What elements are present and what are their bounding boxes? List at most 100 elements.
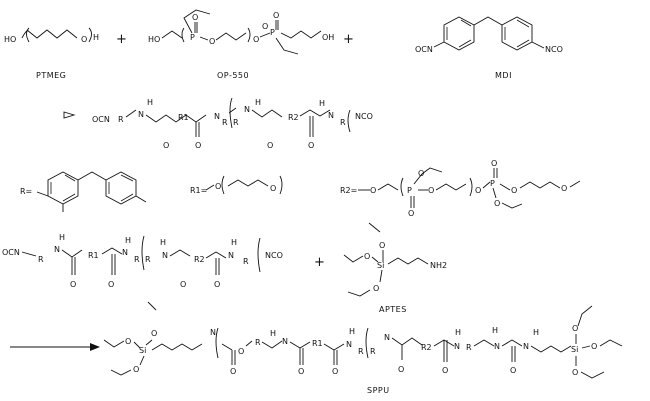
def-r1-o1-label: O bbox=[215, 182, 221, 191]
sppu-o10-label: O bbox=[510, 366, 516, 375]
op550-structure: HO P O O O P O O OH OP-550 bbox=[148, 9, 334, 80]
op550-o4-label: O bbox=[273, 11, 279, 20]
aptes-nh2-label: NH2 bbox=[430, 261, 447, 270]
sppu-r2-label: R2 bbox=[421, 343, 432, 352]
prepolymer-r1-label: R1 bbox=[178, 113, 189, 122]
prepolymer-o1-label: O bbox=[163, 141, 169, 150]
sppu-name: SPPU bbox=[367, 386, 390, 395]
prepolymer-r-label: R bbox=[118, 115, 124, 124]
op550-ho-label: HO bbox=[148, 35, 160, 44]
prepolymer-h3-label: H bbox=[319, 99, 325, 108]
def-r2-o7-label: O bbox=[494, 199, 500, 208]
aptes-o2-label: O bbox=[379, 241, 385, 250]
sppu-o4-label: O bbox=[230, 367, 236, 376]
ptmeg-ho-label: HO bbox=[4, 35, 16, 44]
prepolymer-structure: OCN R N H R1 O O N R R N H R2 O O N H R bbox=[92, 97, 373, 150]
mdi-nco-left-label: OCN bbox=[415, 45, 433, 54]
prepolymer-o2-label: O bbox=[195, 141, 201, 150]
row4-h1-label: H bbox=[59, 233, 65, 242]
row4-h4-label: H bbox=[231, 238, 237, 247]
row4-o1-label: O bbox=[70, 280, 76, 289]
row4-h2-label: H bbox=[125, 236, 131, 245]
prepolymer-o4-label: O bbox=[308, 141, 314, 150]
mdi-nco-right-label: NCO bbox=[545, 45, 563, 54]
sppu-o3-label: O bbox=[133, 365, 139, 374]
def-r2-o5-label: O bbox=[475, 186, 481, 195]
sppu-structure: O Si O O N O O R H N R1 O O N H R R N O bbox=[103, 301, 623, 395]
op550-p1-label: P bbox=[190, 33, 195, 42]
def-r2-o2-label: O bbox=[408, 209, 414, 218]
row4-o3-label: O bbox=[180, 280, 186, 289]
sppu-r-label-1: R bbox=[255, 338, 261, 347]
sppu-r-label-4: R bbox=[466, 343, 472, 352]
sppu-o1-label: O bbox=[125, 337, 131, 346]
op550-o3-label: O bbox=[253, 35, 259, 44]
prepolymer-ocn-label: OCN bbox=[92, 115, 110, 124]
op550-name: OP-550 bbox=[217, 71, 249, 80]
plus-sign-3: + bbox=[314, 255, 325, 270]
prepolymer-h2-label: H bbox=[255, 98, 261, 107]
sppu-o5-label: O bbox=[238, 347, 244, 356]
substituent-definitions: R= R1= O O R2= O P O O O O P O bbox=[20, 159, 581, 218]
def-r2-o6-label: O bbox=[491, 159, 497, 168]
sppu-h2-label: H bbox=[349, 327, 355, 336]
prepolymer-o3-label: O bbox=[267, 141, 273, 150]
row4-r-label: R bbox=[38, 255, 44, 264]
row4-n2-label: N bbox=[122, 248, 128, 257]
def-r1-o2-label: O bbox=[270, 184, 276, 193]
row4-r-2-label: R bbox=[134, 255, 140, 264]
row4-n4-label: N bbox=[228, 251, 234, 260]
sppu-r-label-2: R bbox=[358, 347, 364, 356]
sppu-o8-label: O bbox=[398, 365, 404, 374]
sppu-o6-label: O bbox=[298, 367, 304, 376]
row4-o4-label: O bbox=[214, 280, 220, 289]
op550-o5-label: O bbox=[262, 22, 268, 31]
prepolymer-n3-label: N bbox=[244, 105, 250, 114]
row4-r-4-label: R bbox=[243, 257, 249, 266]
def-r2-o4-label: O bbox=[428, 186, 434, 195]
sppu-h5-label: H bbox=[533, 328, 539, 337]
op550-oh-label: OH bbox=[322, 33, 334, 42]
ptmeg-o-label: O bbox=[81, 35, 87, 44]
ptmeg-name: PTMEG bbox=[36, 71, 66, 80]
prepolymer-nco-label: NCO bbox=[355, 112, 373, 121]
prepolymer-row: OCN R N H R1 O O N R R N H R2 O O N H R bbox=[63, 97, 373, 150]
row4-n3-label: N bbox=[162, 251, 168, 260]
sppu-n1-label: N bbox=[210, 328, 216, 337]
sppu-r-label-3: R bbox=[370, 347, 376, 356]
sppu-si2-label: Si bbox=[571, 345, 578, 354]
sppu-n2-label: N bbox=[282, 337, 288, 346]
sppu-n3-label: N bbox=[346, 340, 352, 349]
sppu-h3-label: H bbox=[455, 328, 461, 337]
mdi-name: MDI bbox=[495, 71, 512, 80]
prepolymer-r-3-label: R bbox=[233, 118, 239, 127]
def-r-label: R= bbox=[20, 187, 32, 196]
def-r2-o8-label: O bbox=[511, 186, 517, 195]
sppu-r1-label: R1 bbox=[312, 339, 323, 348]
def-r2-label: R2= bbox=[340, 186, 357, 195]
row4-r2-label: R2 bbox=[194, 255, 205, 264]
ptmeg-h-label: H bbox=[93, 33, 99, 42]
aptes-si-label: Si bbox=[377, 261, 384, 270]
def-r2-p2-label: P bbox=[490, 179, 495, 188]
sppu-n6-label: N bbox=[494, 342, 500, 351]
plus-sign-1: + bbox=[116, 32, 127, 47]
op550-o2-label: O bbox=[209, 37, 215, 46]
def-r1-label: R1= bbox=[190, 186, 207, 195]
def-r2-o9-label: O bbox=[561, 184, 567, 193]
prepolymer-r2-label: R2 bbox=[288, 113, 299, 122]
aptes-name: APTES bbox=[379, 305, 407, 314]
sppu-o12-label: O bbox=[591, 342, 597, 351]
prepolymer-n1-label: N bbox=[138, 110, 144, 119]
sppu-o9-label: O bbox=[442, 366, 448, 375]
sppu-n4-label: N bbox=[384, 333, 390, 342]
row4-ocn-label: OCN bbox=[2, 248, 20, 257]
aptes-structure: O Si O NH2 O APTES bbox=[343, 222, 447, 314]
sppu-o2-label: O bbox=[151, 329, 157, 338]
reaction-arrow-head bbox=[90, 343, 100, 351]
sppu-o13-label: O bbox=[572, 368, 578, 377]
prepolymer-n2-label: N bbox=[214, 112, 220, 121]
def-r2-p1-label: P bbox=[407, 186, 412, 195]
row4-n1-label: N bbox=[54, 245, 60, 254]
